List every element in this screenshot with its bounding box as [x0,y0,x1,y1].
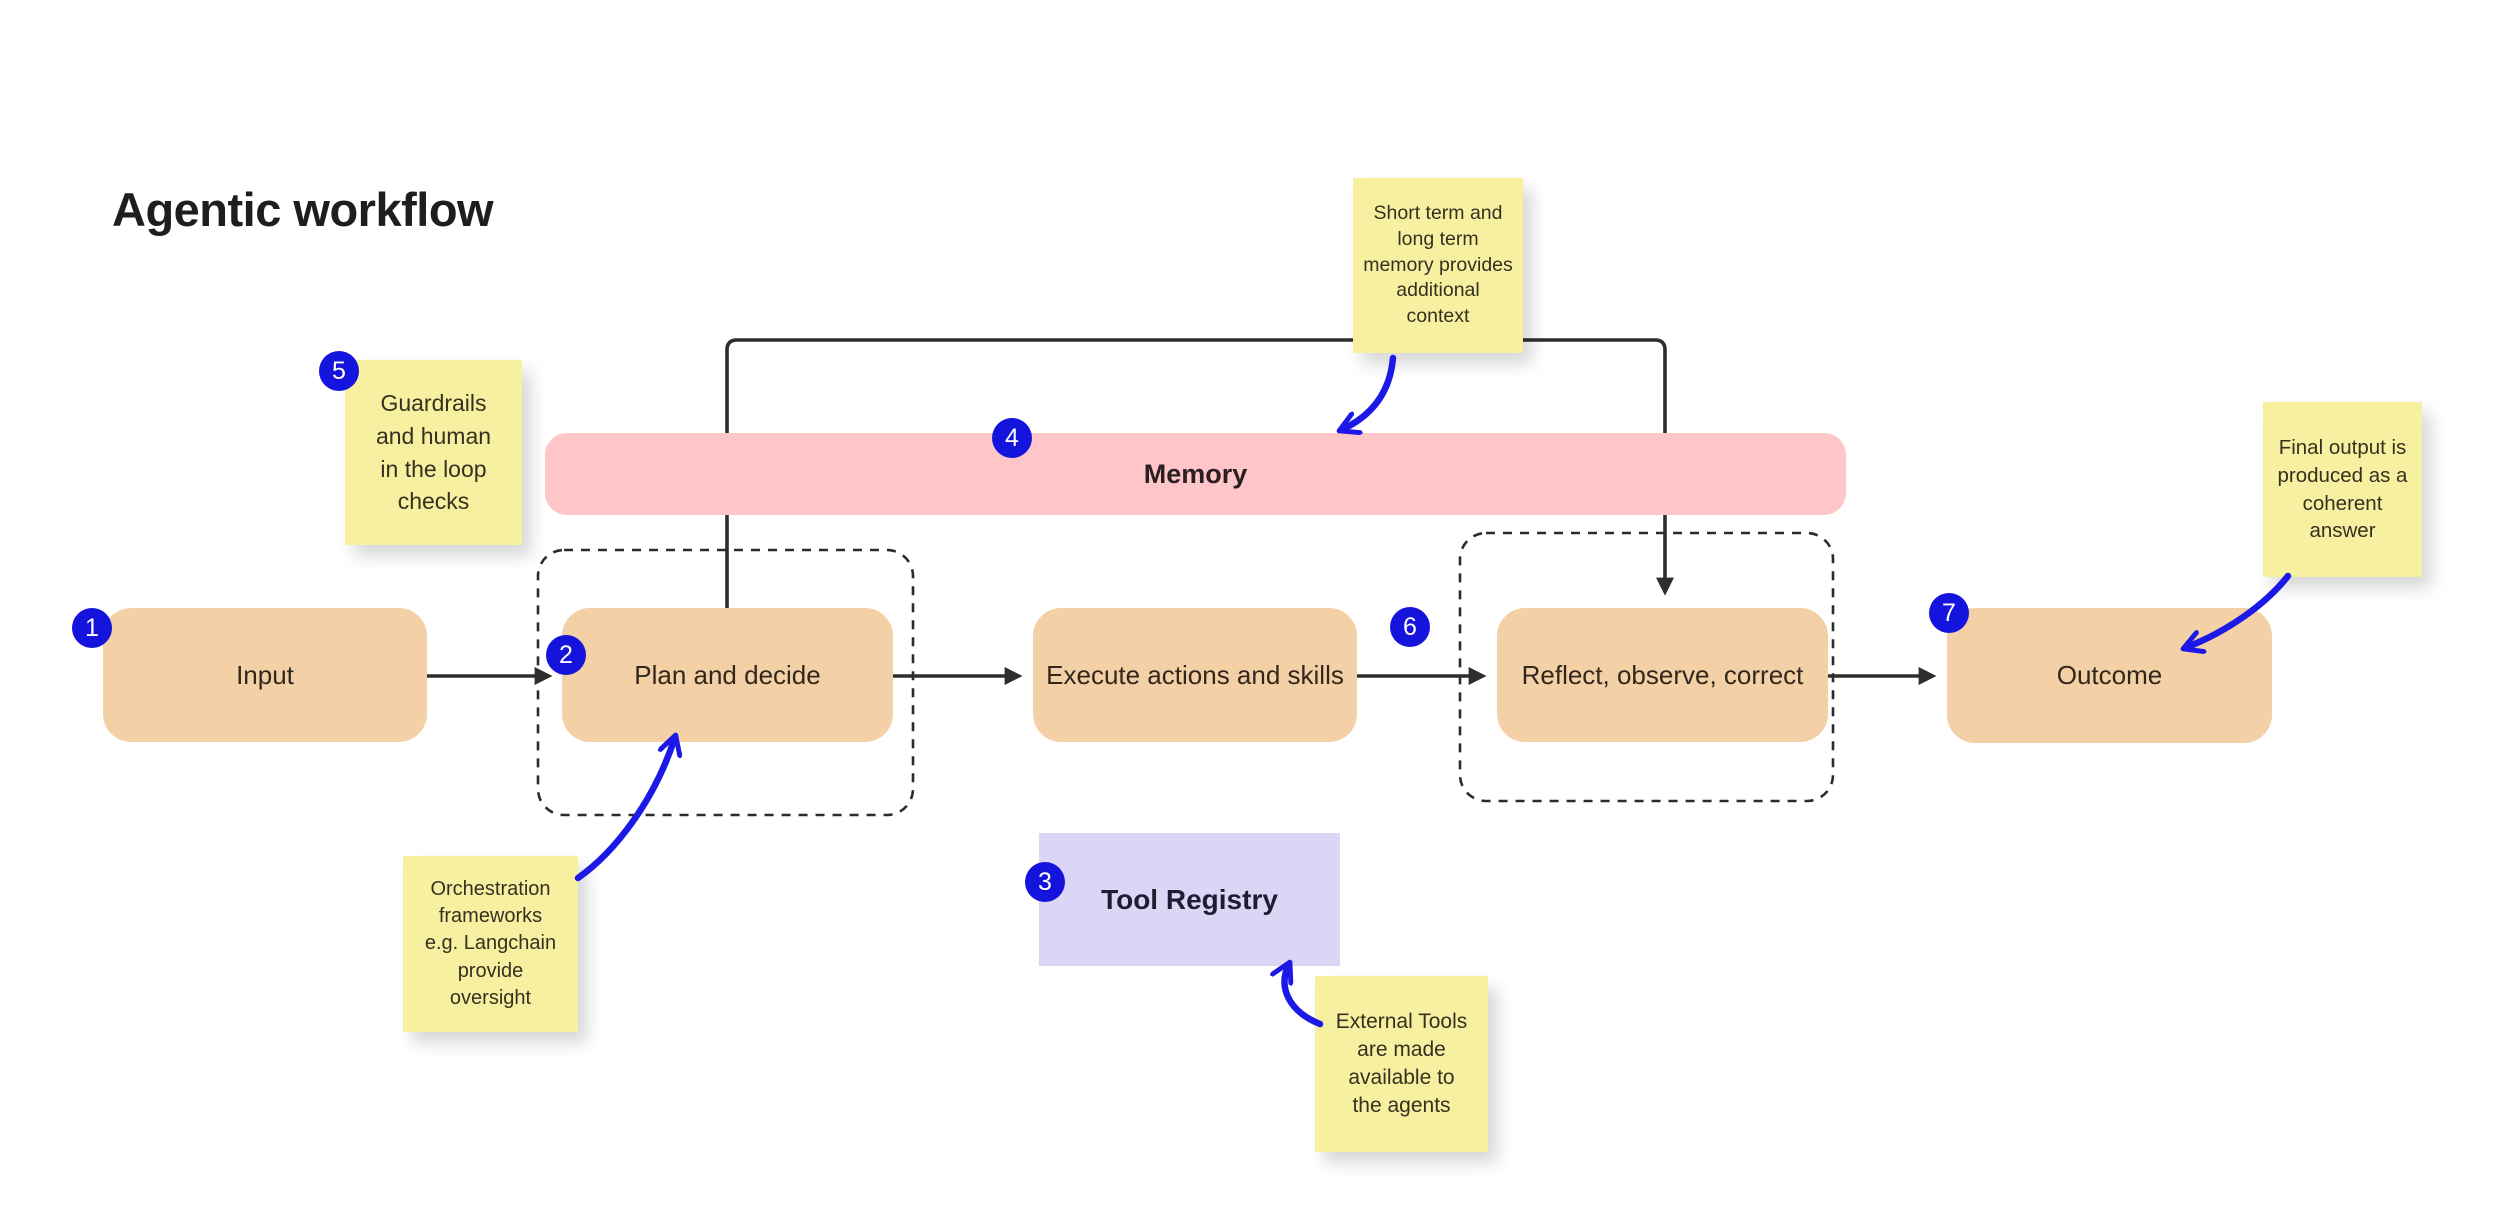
node-outcome[interactable]: Outcome [1947,608,2272,743]
sticky-final-output-text: Final output is produced as a coherent a… [2277,436,2408,543]
badge-5[interactable]: 5 [319,351,359,391]
annotation-arrow-memory-note [1341,354,1397,430]
page-title: Agentic workflow [112,183,494,236]
node-input-label: Input [236,659,294,690]
sticky-guardrails-text: Guardrails and human in the loop checks [375,389,492,515]
badge-3[interactable]: 3 [1025,862,1065,902]
node-plan-label: Plan and decide [634,659,821,690]
sticky-memory-note[interactable]: Short term and long term memory provides… [1353,178,1523,353]
badge-6[interactable]: 6 [1390,607,1430,647]
sticky-orchestration[interactable]: Orchestration frameworks e.g. Langchain … [403,856,578,1032]
node-tool-registry[interactable]: Tool Registry [1039,833,1340,966]
annotation-arrow-orchestration [574,737,675,882]
badge-4[interactable]: 4 [992,418,1032,458]
node-execute[interactable]: Execute actions and skills [1033,608,1357,742]
node-memory[interactable]: Memory [545,433,1846,515]
sticky-external-tools-text: External Tools are made available to the… [1335,1010,1468,1117]
node-plan[interactable]: Plan and decide [562,608,893,742]
sticky-external-tools[interactable]: External Tools are made available to the… [1315,976,1488,1152]
node-outcome-label: Outcome [2056,660,2163,690]
sticky-memory-note-text: Short term and long term memory provides… [1363,201,1513,328]
node-execute-label: Execute actions and skills [1046,659,1344,690]
node-reflect-label: Reflect, observe, correct [1521,659,1804,690]
tool-registry-label: Tool Registry [1101,883,1278,915]
badge-1[interactable]: 1 [72,608,112,648]
sticky-orchestration-text: Orchestration frameworks e.g. Langchain … [424,878,557,1009]
sticky-guardrails[interactable]: Guardrails and human in the loop checks [345,360,522,545]
sticky-final-output[interactable]: Final output is produced as a coherent a… [2263,402,2422,577]
memory-label: Memory [1143,458,1248,489]
badge-7[interactable]: 7 [1929,593,1969,633]
badge-2[interactable]: 2 [546,635,586,675]
node-reflect[interactable]: Reflect, observe, correct [1497,608,1828,742]
node-input[interactable]: Input [103,608,427,742]
